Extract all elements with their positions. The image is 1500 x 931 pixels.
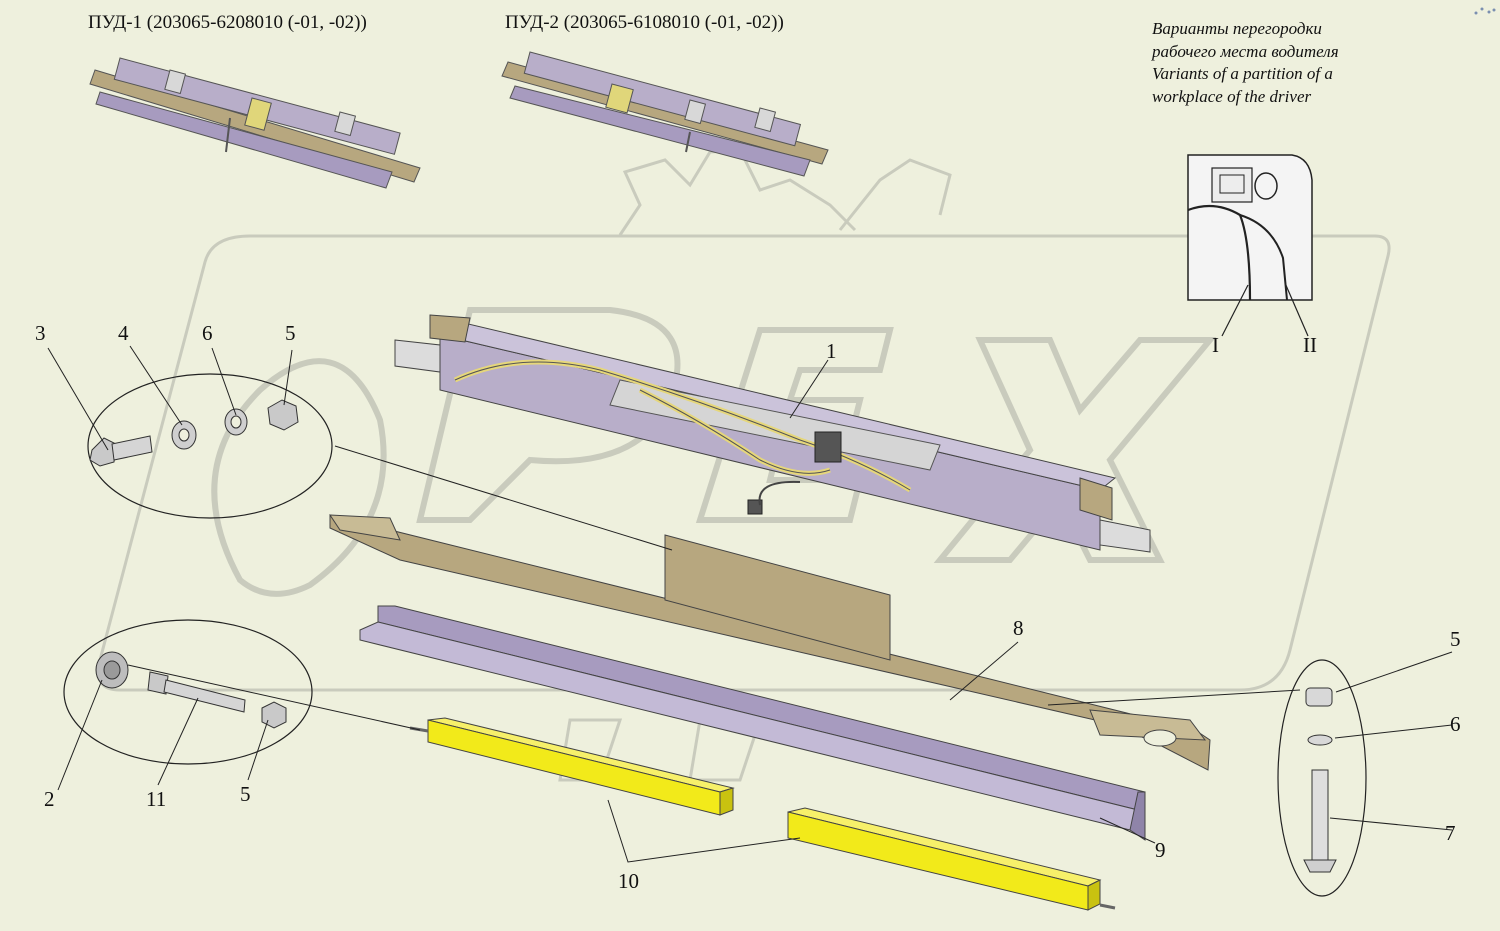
nut-part-5-bottom — [261, 701, 287, 729]
pud2-assembly-thumbnail — [501, 51, 829, 177]
note-line-en-1: Variants of a partition of a — [1152, 64, 1333, 83]
callout-8: 8 — [1013, 616, 1024, 640]
fastener-group-outline-bottom — [63, 619, 313, 765]
bar-part-10-right — [787, 807, 1116, 911]
pud1-title: ПУД-1 (203065-6208010 (-01, -02)) — [88, 12, 367, 33]
callout-6-right: 6 — [1450, 712, 1461, 736]
washer-part-6-right — [1307, 734, 1333, 746]
note-line-ru-2: рабочего места водителя — [1152, 41, 1339, 61]
pud1-assembly-thumbnail — [89, 57, 421, 189]
leader-lines — [47, 345, 1453, 863]
bolt-part-3 — [89, 435, 153, 467]
mounting-bracket-part-8 — [329, 514, 1211, 771]
fastener-group-outline-right — [1277, 659, 1367, 897]
partition-variants-note: Варианты перегородки рабочего места води… — [1152, 18, 1339, 108]
callout-1: 1 — [826, 339, 837, 363]
fastener-group-outline-top — [87, 373, 333, 519]
variant-label-ii: II — [1303, 333, 1317, 357]
callout-10: 10 — [618, 869, 639, 893]
lock-washer-hole-6 — [230, 415, 242, 429]
corner-marks — [1474, 7, 1496, 15]
callout-3: 3 — [35, 321, 46, 345]
callout-11: 11 — [146, 787, 166, 811]
callout-4: 4 — [118, 321, 129, 345]
callout-5-top: 5 — [285, 321, 296, 345]
callout-7: 7 — [1445, 821, 1456, 845]
pin-part-7 — [1303, 769, 1337, 873]
nut-part-5-right — [1305, 687, 1333, 707]
callout-5-right: 5 — [1450, 627, 1461, 651]
washer-hole-4 — [178, 428, 190, 442]
partition-variant-drawing — [1187, 154, 1313, 337]
callout-9: 9 — [1155, 838, 1166, 862]
pin-part-11 — [147, 671, 246, 713]
bushing-part-2 — [95, 651, 129, 689]
pud2-title: ПУД-2 (203065-6108010 (-01, -02)) — [505, 12, 784, 33]
variant-label-i: I — [1212, 333, 1219, 357]
callout-2: 2 — [44, 787, 55, 811]
rail-part-9 — [359, 605, 1146, 841]
note-line-ru-1: Варианты перегородки — [1152, 19, 1322, 38]
callout-5-bottom: 5 — [240, 782, 251, 806]
steering-cylinder-assembly — [394, 314, 1151, 553]
nut-part-5-top — [267, 399, 299, 431]
callout-6-top: 6 — [202, 321, 213, 345]
note-line-en-2: workplace of the driver — [1152, 86, 1312, 106]
bar-part-10-left — [409, 717, 735, 816]
